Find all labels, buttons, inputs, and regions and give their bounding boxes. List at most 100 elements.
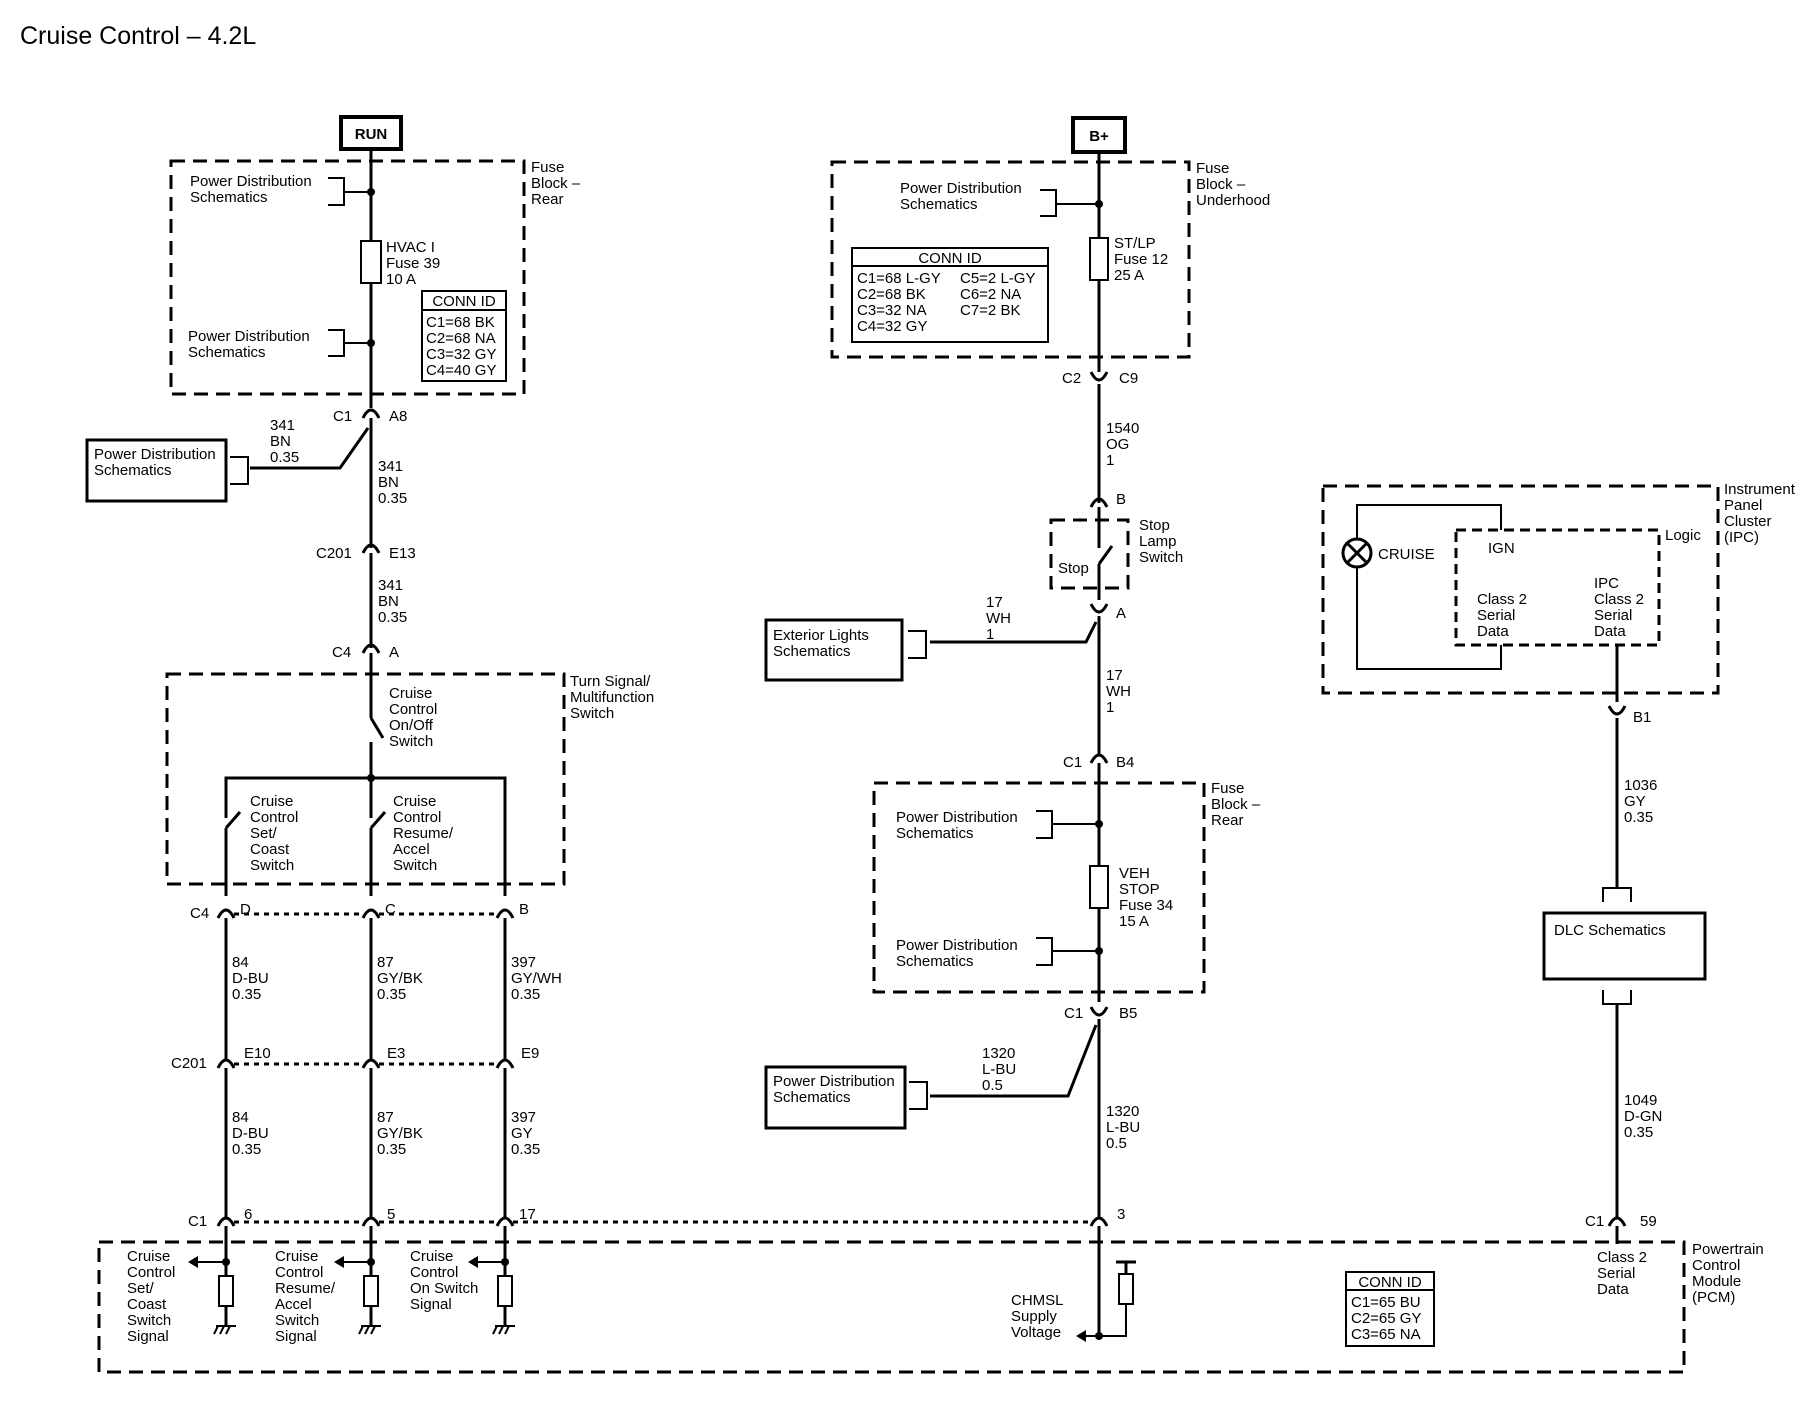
fuse-block-rear-middle-label: Fuse Block – Rear (1211, 780, 1261, 829)
fuse-block-rear-middle (872, 781, 1206, 994)
ign-label: IGN (1488, 540, 1515, 557)
svg-text:Switch: Switch (250, 857, 294, 874)
svg-text:GY/WH: GY/WH (511, 970, 562, 987)
svg-text:BN: BN (378, 593, 399, 610)
stop-lamp-switch-label: Stop Lamp Switch (1139, 517, 1183, 566)
svg-text:397: 397 (511, 954, 536, 971)
svg-text:Switch: Switch (275, 1312, 319, 1329)
c201-pin-e3: E3 (387, 1045, 405, 1062)
svg-text:Fuse 12: Fuse 12 (1114, 251, 1168, 268)
svg-text:GY/BK: GY/BK (377, 970, 423, 987)
svg-text:Switch: Switch (570, 705, 614, 722)
ipc-logic-label: Logic (1665, 527, 1701, 544)
svg-text:Power Distribution: Power Distribution (94, 446, 216, 463)
svg-text:Control: Control (393, 809, 441, 826)
svg-text:Schematics: Schematics (896, 825, 974, 842)
connector-c4-a (361, 643, 381, 654)
svg-text:Cruise: Cruise (127, 1248, 170, 1265)
svg-text:STOP: STOP (1119, 881, 1160, 898)
wire-1049: 1049 D-GN 0.35 (1624, 1092, 1662, 1141)
svg-text:0.35: 0.35 (377, 986, 406, 1003)
svg-text:IPC: IPC (1594, 575, 1619, 592)
pds-box-left-label: Power Distribution Schematics (94, 446, 216, 479)
svg-text:1320: 1320 (982, 1045, 1015, 1062)
svg-text:0.35: 0.35 (377, 1141, 406, 1158)
svg-text:1049: 1049 (1624, 1092, 1657, 1109)
svg-text:1: 1 (1106, 452, 1114, 469)
connector-c4-a-right: A (389, 644, 399, 661)
svg-text:Control: Control (275, 1264, 323, 1281)
svg-text:Set/: Set/ (250, 825, 278, 842)
svg-text:Instrument: Instrument (1724, 481, 1796, 498)
c201-pin-e10: E10 (244, 1045, 271, 1062)
connector-c1-b4 (1089, 753, 1109, 764)
connector-c1-b5 (1089, 1006, 1109, 1017)
stop-lamp-pin-a: A (1116, 605, 1126, 622)
svg-text:Power Distribution: Power Distribution (896, 809, 1018, 826)
svg-text:CHMSL: CHMSL (1011, 1292, 1064, 1309)
connector-row-c1-pcm (216, 1216, 1092, 1227)
svg-text:Cruise: Cruise (389, 685, 432, 702)
svg-text:Power Distribution: Power Distribution (188, 328, 310, 345)
svg-text:1036: 1036 (1624, 777, 1657, 794)
c4-pin-c: C (385, 901, 396, 918)
svg-text:17: 17 (1106, 667, 1123, 684)
svg-text:87: 87 (377, 954, 394, 971)
cruise-lamp-icon (1341, 537, 1373, 569)
c201-row-label: C201 (171, 1055, 207, 1072)
svg-text:CONN ID: CONN ID (432, 293, 496, 310)
set-coast-switch (224, 808, 242, 896)
dlc-schematics-label: DLC Schematics (1554, 922, 1666, 939)
svg-text:BN: BN (378, 474, 399, 491)
svg-text:Schematics: Schematics (188, 344, 266, 361)
stop-lamp-switch-box (1049, 518, 1130, 590)
hvac-fuse-label: HVAC I Fuse 39 10 A (386, 239, 440, 288)
svg-text:84: 84 (232, 1109, 249, 1126)
fuse-block-underhood (830, 160, 1191, 359)
pds-box-middle-label: Power Distribution Schematics (773, 1073, 895, 1106)
connector-c1-59 (1607, 1216, 1627, 1227)
svg-text:Cruise: Cruise (393, 793, 436, 810)
pcm-class2-label: Class 2 Serial Data (1597, 1249, 1647, 1298)
sig-resume-label: Cruise Control Resume/ Accel Switch Sign… (275, 1248, 336, 1345)
wire-341-a: 341 BN 0.35 (270, 417, 299, 466)
svg-text:Supply: Supply (1011, 1308, 1057, 1325)
conn-id-rear: CONN ID C1=68 BK C2=68 NA C3=32 GY C4=40… (421, 290, 507, 382)
svg-text:Cruise: Cruise (250, 793, 293, 810)
connector-c2-c9 (1089, 371, 1109, 382)
svg-text:1320: 1320 (1106, 1103, 1139, 1120)
connector-c1-b4-right: B4 (1116, 754, 1134, 771)
svg-text:0.35: 0.35 (270, 449, 299, 466)
svg-text:C2=68 NA: C2=68 NA (426, 330, 496, 347)
svg-text:0.35: 0.35 (1624, 1124, 1653, 1141)
hvac-fuse (360, 240, 382, 284)
turn-signal-switch-label: Turn Signal/ Multifunction Switch (570, 673, 654, 722)
wire-1540: 1540 OG 1 (1106, 420, 1139, 469)
veh-stop-fuse-label: VEH STOP Fuse 34 15 A (1119, 865, 1173, 930)
svg-text:Rear: Rear (1211, 812, 1244, 829)
on-off-switch (367, 717, 385, 782)
svg-text:Powertrain: Powertrain (1692, 1241, 1764, 1258)
stop-lamp-switch (1097, 507, 1114, 600)
connector-c1-b5-right: B5 (1119, 1005, 1137, 1022)
exterior-lights-label: Exterior Lights Schematics (773, 627, 869, 660)
pds-stub-2: Power Distribution Schematics (188, 328, 375, 361)
svg-text:D-BU: D-BU (232, 1125, 269, 1142)
svg-text:Class 2: Class 2 (1594, 591, 1644, 608)
svg-text:BN: BN (270, 433, 291, 450)
wire-84-b: 84 D-BU 0.35 (232, 1109, 269, 1158)
svg-text:Schematics: Schematics (896, 953, 974, 970)
veh-stop-fuse (1089, 865, 1109, 909)
pcm-pin-3: 3 (1117, 1206, 1125, 1223)
svg-text:15 A: 15 A (1119, 913, 1149, 930)
svg-text:Voltage: Voltage (1011, 1324, 1061, 1341)
svg-text:Fuse: Fuse (531, 159, 564, 176)
svg-text:0.5: 0.5 (982, 1077, 1003, 1094)
svg-text:On Switch: On Switch (410, 1280, 478, 1297)
connector-c1-59-left: C1 (1585, 1213, 1604, 1230)
c1-pin-17: 17 (519, 1206, 536, 1223)
ipc-label: Instrument Panel Cluster (IPC) (1724, 481, 1796, 546)
svg-text:Data: Data (1594, 623, 1626, 640)
svg-text:Stop: Stop (1139, 517, 1170, 534)
svg-text:L-BU: L-BU (1106, 1119, 1140, 1136)
